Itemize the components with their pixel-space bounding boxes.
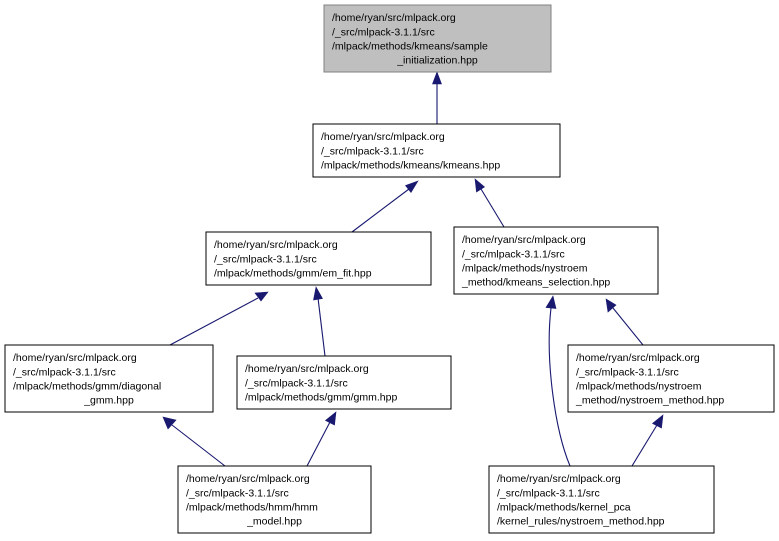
node-label-line: /mlpack/methods/gmm/gmm.hpp	[245, 392, 397, 404]
node-label-line: /home/ryan/src/mlpack.org	[576, 352, 700, 364]
edges-layer	[162, 71, 664, 467]
node-label-line: /_src/mlpack-3.1.1/src	[576, 366, 679, 378]
arrowhead-icon	[474, 178, 486, 193]
edge-kmeans_selection-to-kmeans	[474, 178, 505, 228]
node-label-line: /home/ryan/src/mlpack.org	[497, 473, 621, 485]
arrowhead-icon	[405, 180, 419, 194]
edge-em_fit-to-kmeans	[351, 180, 419, 233]
node-hmm_model[interactable]: /home/ryan/src/mlpack.org /_src/mlpack-3.…	[177, 465, 372, 534]
node-label-line: _initialization.hpp	[396, 55, 478, 67]
node-diagonal_gmm[interactable]: /home/ryan/src/mlpack.org /_src/mlpack-3.…	[4, 344, 214, 413]
edge-line	[171, 424, 226, 467]
node-label-line: _method/kmeans_selection.hpp	[461, 277, 610, 289]
node-label-line: /_src/mlpack-3.1.1/src	[497, 487, 600, 499]
node-box[interactable]	[453, 226, 659, 295]
node-label-line: /mlpack/methods/kmeans/kmeans.hpp	[321, 160, 500, 172]
edge-line	[631, 424, 658, 467]
node-box[interactable]	[488, 465, 715, 534]
arrowhead-icon	[324, 411, 337, 426]
edge-kernel_pca-to-kmeans_selection	[545, 295, 571, 467]
node-box[interactable]	[205, 231, 432, 286]
node-label-line: _model.hpp	[246, 516, 302, 528]
node-box[interactable]	[567, 344, 775, 413]
edge-line	[548, 307, 571, 467]
node-label-line: /home/ryan/src/mlpack.org	[186, 473, 310, 485]
node-label-line: /mlpack/methods/kmeans/sample	[332, 41, 488, 53]
arrowhead-icon	[162, 416, 177, 430]
node-kernel_pca_nystroem[interactable]: /home/ryan/src/mlpack.org /_src/mlpack-3.…	[488, 465, 715, 534]
arrowhead-icon	[545, 295, 557, 309]
edge-line	[306, 421, 331, 467]
node-label-line: /mlpack/methods/nystroem	[462, 263, 588, 275]
edge-line	[169, 297, 259, 346]
edge-line	[480, 188, 505, 228]
edge-kernel_pca-to-nystroem_method	[631, 414, 664, 467]
node-label-line: /_src/mlpack-3.1.1/src	[462, 248, 565, 260]
node-label-line: /mlpack/methods/gmm/diagonal	[13, 381, 161, 393]
edge-gmm-to-em_fit	[313, 286, 326, 357]
edge-diagonal_gmm-to-em_fit	[169, 291, 269, 346]
node-label-line: /home/ryan/src/mlpack.org	[214, 239, 338, 251]
node-label-line: /_src/mlpack-3.1.1/src	[13, 366, 116, 378]
node-box[interactable]	[236, 355, 452, 410]
node-label-line: /mlpack/methods/hmm/hmm	[186, 502, 318, 514]
arrowhead-icon	[432, 71, 442, 85]
edge-line	[351, 188, 410, 233]
arrowhead-icon	[651, 414, 664, 429]
arrowhead-icon	[605, 298, 617, 313]
node-label-line: /home/ryan/src/mlpack.org	[321, 131, 445, 143]
edge-hmm_model-to-gmm	[306, 411, 337, 467]
node-box[interactable]	[4, 344, 214, 413]
node-sample_initialization[interactable]: /home/ryan/src/mlpack.org /_src/mlpack-3.…	[323, 4, 552, 73]
arrowhead-icon	[254, 291, 269, 302]
node-label-line: /mlpack/methods/kernel_pca	[497, 502, 631, 514]
edge-line	[612, 307, 644, 346]
node-em_fit[interactable]: /home/ryan/src/mlpack.org /_src/mlpack-3.…	[205, 231, 432, 286]
nodes-layer: /home/ryan/src/mlpack.org /_src/mlpack-3.…	[4, 4, 775, 534]
edge-kmeans-to-sample_initialization	[432, 71, 442, 124]
node-label-line: /_src/mlpack-3.1.1/src	[332, 26, 435, 38]
node-label-line: /_src/mlpack-3.1.1/src	[186, 487, 289, 499]
node-label-line: /_src/mlpack-3.1.1/src	[321, 145, 424, 157]
node-label-line: _method/nystroem_method.hpp	[575, 395, 724, 407]
node-box[interactable]	[323, 4, 552, 73]
node-label-line: /home/ryan/src/mlpack.org	[332, 12, 456, 24]
node-label-line: _gmm.hpp	[83, 395, 134, 407]
arrowhead-icon	[313, 286, 323, 301]
edge-line	[317, 297, 326, 357]
node-label-line: /home/ryan/src/mlpack.org	[13, 352, 137, 364]
edge-hmm_model-to-diagonal_gmm	[162, 416, 226, 467]
node-label-line: /mlpack/methods/nystroem	[576, 381, 702, 393]
edge-nystroem_method-to-kmeans_selection	[605, 298, 644, 346]
node-kmeans[interactable]: /home/ryan/src/mlpack.org /_src/mlpack-3.…	[312, 123, 561, 178]
node-label-line: /home/ryan/src/mlpack.org	[245, 363, 369, 375]
node-box[interactable]	[312, 123, 561, 178]
node-label-line: /_src/mlpack-3.1.1/src	[245, 377, 348, 389]
node-label-line: /kernel_rules/nystroem_method.hpp	[497, 516, 665, 528]
node-label-line: /_src/mlpack-3.1.1/src	[214, 253, 317, 265]
node-label-line: /home/ryan/src/mlpack.org	[462, 234, 586, 246]
node-nystroem_method[interactable]: /home/ryan/src/mlpack.org /_src/mlpack-3.…	[567, 344, 775, 413]
node-label-line: /mlpack/methods/gmm/em_fit.hpp	[214, 268, 372, 280]
node-box[interactable]	[177, 465, 372, 534]
node-kmeans_selection[interactable]: /home/ryan/src/mlpack.org /_src/mlpack-3.…	[453, 226, 659, 295]
node-gmm[interactable]: /home/ryan/src/mlpack.org /_src/mlpack-3.…	[236, 355, 452, 410]
